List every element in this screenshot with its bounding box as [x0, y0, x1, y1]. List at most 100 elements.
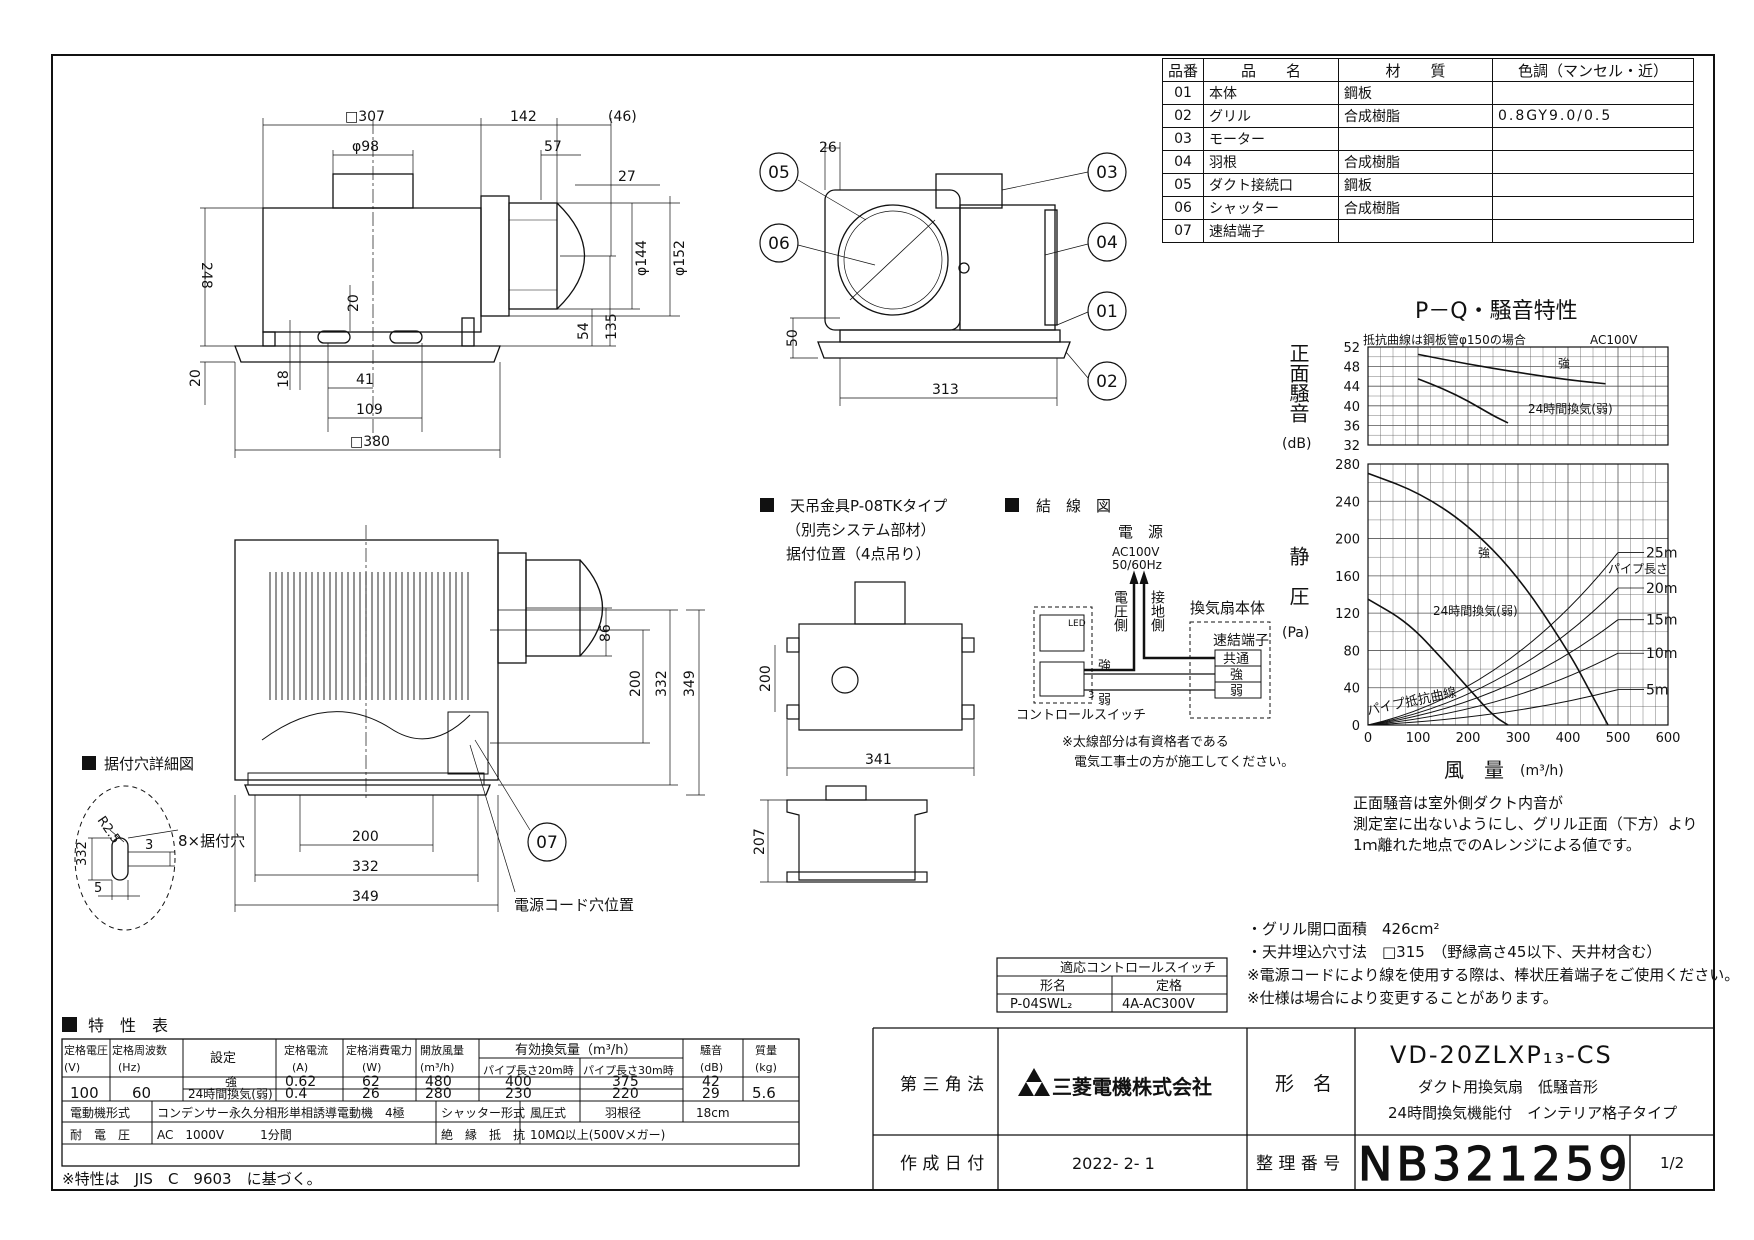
- hanger-dim-207: 207: [752, 828, 768, 855]
- chart-title: P－Q・騒音特性: [1415, 299, 1578, 324]
- dim-54: 54: [576, 322, 592, 340]
- callout-01: 01: [1096, 302, 1118, 322]
- char-motor-value: コンデンサー永久分相形単相誘導電動機 4極: [157, 1105, 405, 1120]
- char-shutter-label: シャッター形式: [441, 1106, 525, 1120]
- resistance-curve: [1367, 652, 1619, 726]
- parts-material: [1338, 127, 1494, 151]
- char-h-current: 定格電流: [284, 1043, 328, 1057]
- char-h-voltage-2: (V): [64, 1061, 80, 1074]
- char-h-noise-2: (dB): [700, 1061, 723, 1074]
- measurement-note-1: 正面騒音は室外側ダクト内音が: [1353, 794, 1563, 812]
- char-withstand-label: 耐 電 圧: [70, 1128, 130, 1142]
- char-footnote: ※特性は JIS C 9603 に基づく。: [62, 1170, 322, 1188]
- callout-03: 03: [1096, 163, 1118, 183]
- noise-tick-label: 40: [1343, 400, 1360, 415]
- dim-152: φ152: [672, 240, 688, 276]
- model-label: 形 名: [1275, 1073, 1332, 1095]
- parts-color: [1492, 150, 1695, 174]
- noise-tick-label: 36: [1343, 419, 1360, 434]
- wiring-voltage-side: 電圧側: [1112, 590, 1128, 632]
- bottom-view: [234, 525, 705, 912]
- pressure-ylabel: 静圧: [1286, 546, 1310, 626]
- dim-135: 135: [604, 313, 620, 340]
- detail-dim-332: 332: [75, 841, 90, 866]
- char-row-air: 480: [425, 1074, 452, 1090]
- char-row-power: 62: [362, 1074, 380, 1090]
- mount-detail-title: 据付穴詳細図: [104, 755, 194, 773]
- char-row-setting: 24時間換気(弱): [188, 1086, 273, 1101]
- control-switch-table: 適応コントロールスイッチ 形名 定格 P-04SWL₂ 4A-AC300V: [996, 957, 1228, 1013]
- pressure-plot-frame: [1367, 463, 1669, 726]
- hanger-position: 据付位置（4点吊り）: [786, 545, 931, 563]
- cs-model: P-04SWL₂: [1010, 997, 1072, 1012]
- callout-04: 04: [1096, 233, 1118, 253]
- chart-noise-note: 抵抗曲線は鋼板管φ150の場合: [1363, 332, 1526, 347]
- parts-material: 合成樹脂: [1338, 104, 1494, 128]
- cord-hole-label: 電源コード穴位置: [514, 896, 634, 914]
- char-withstand-value: AC 1000V 1分間: [157, 1128, 292, 1142]
- side-view-dims: 26 50 313: [785, 140, 959, 398]
- model-desc-2: 24時間換気機能付 インテリア格子タイプ: [1388, 1104, 1677, 1122]
- noise-ylabel: 正面騒音: [1286, 343, 1310, 423]
- wiring-note-1: ※太線部分は有資格者である: [1062, 734, 1229, 750]
- noise-tick-label: 44: [1343, 380, 1360, 395]
- noise-tick-label: 52: [1343, 341, 1360, 356]
- char-title: 特 性 表: [88, 1016, 168, 1035]
- noise-series-label: 24時間換気(弱): [1528, 401, 1613, 416]
- wiring-note-2: 電気工事士の方が施工してください。: [1074, 754, 1294, 770]
- pipe-length-label: パイプ長さ: [1608, 562, 1668, 576]
- mount-detail: 据付穴詳細図 332 R2.5 3 5 8×据付穴: [74, 755, 245, 931]
- parts-no: 05: [1161, 173, 1205, 197]
- parts-h-material: 材 質: [1338, 58, 1494, 82]
- switch-strong: 強: [1098, 659, 1111, 674]
- parts-color: [1492, 173, 1695, 197]
- dim-20a: 20: [346, 294, 362, 312]
- char-h-freq-1: 定格周波数: [112, 1043, 167, 1057]
- dim-200v: 200: [628, 670, 644, 697]
- noise-series-label: 強: [1558, 357, 1570, 371]
- measurement-note-3: 1ｍ離れた地点でのAレンジによる値です。: [1353, 836, 1641, 854]
- dim-46: (46): [608, 109, 637, 125]
- char-row-noise: 42: [702, 1074, 720, 1090]
- parts-name: グリル: [1203, 104, 1340, 128]
- chart-xlabel: 風 量: [1444, 758, 1504, 782]
- wiring-diagram: 結 線 図 電 源 AC100V 50/60Hz 電圧側 接地側 換気扇本体 速…: [1005, 497, 1294, 770]
- dim-27: 27: [618, 169, 636, 185]
- mount-holes-label: 8×据付穴: [178, 832, 245, 850]
- callout-07: 07: [536, 833, 558, 853]
- chart-labels: P－Q・騒音特性 抵抗曲線は鋼板管φ150の場合 AC100V 正面騒音 (dB…: [1282, 299, 1668, 782]
- callout-06: 06: [768, 234, 790, 254]
- model-desc-1: ダクト用換気扇 低騒音形: [1418, 1078, 1598, 1096]
- pressure-tick-label: 280: [1335, 458, 1360, 473]
- dim-332v: 332: [654, 670, 670, 697]
- dim-313: 313: [932, 382, 959, 398]
- dim-349h: 349: [352, 889, 379, 905]
- dim-41: 41: [356, 372, 374, 388]
- pressure-tick-label: 240: [1335, 495, 1360, 510]
- cs-h1: 形名: [1040, 978, 1066, 994]
- noise-plot-frame: [1367, 346, 1669, 446]
- parts-name: 羽根: [1203, 150, 1340, 174]
- wiring-led: LED: [1068, 619, 1086, 629]
- x-tick-label: 500: [1606, 731, 1631, 746]
- pressure-tick-label: 120: [1335, 607, 1360, 622]
- parts-color: [1492, 127, 1695, 151]
- parts-color: [1492, 81, 1695, 105]
- char-voltage: 100: [70, 1084, 99, 1102]
- noise-tick-label: 48: [1343, 361, 1360, 376]
- char-fan-label: 羽根径: [605, 1106, 641, 1120]
- page-number: 1/2: [1660, 1154, 1684, 1172]
- char-h-p30: パイプ長さ30m時: [583, 1064, 674, 1077]
- detail-dim-5: 5: [94, 881, 102, 896]
- hanger-dim-341: 341: [865, 752, 892, 768]
- resistance-curve: [1367, 689, 1619, 726]
- callout-05: 05: [768, 163, 790, 183]
- noise-unit: (dB): [1282, 436, 1311, 452]
- pressure-unit: (Pa): [1282, 625, 1309, 641]
- spec-notes: ・グリル開口面積 426cm² ・天井埋込穴寸法 □315 （野縁高さ45以下、…: [1247, 920, 1739, 1007]
- resistance-curve-label: 15m: [1646, 613, 1677, 629]
- char-insulation-label: 絶 縁 抵 抗: [441, 1127, 525, 1142]
- parts-material: 合成樹脂: [1338, 150, 1494, 174]
